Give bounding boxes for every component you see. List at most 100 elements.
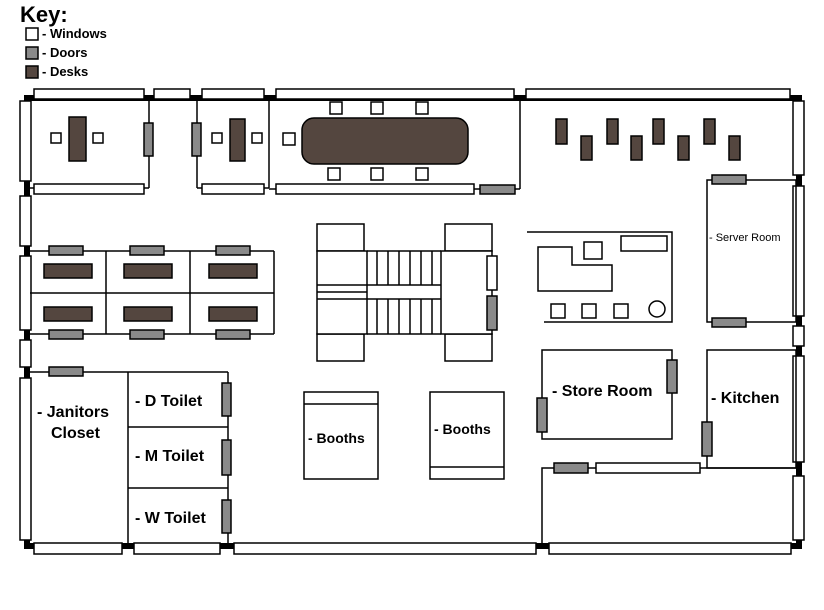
window: [33, 183, 145, 195]
door: [553, 462, 589, 474]
window: [153, 88, 191, 100]
desk: [123, 263, 173, 279]
window: [19, 195, 32, 247]
kitchen: - Kitchen: [701, 349, 797, 469]
outer-windows: [19, 88, 805, 555]
door: [48, 366, 84, 377]
key-label-desks: - Desks: [42, 64, 88, 79]
chair: [282, 132, 296, 146]
door: [479, 184, 516, 195]
open-workspace: [555, 118, 741, 161]
window: [792, 100, 805, 176]
door: [129, 329, 165, 340]
window: [595, 462, 701, 474]
door: [486, 295, 498, 331]
door: [536, 397, 548, 433]
plant: [648, 300, 666, 318]
desk: [606, 118, 619, 145]
door: [221, 382, 232, 417]
w-toilet-label: - W Toilet: [135, 510, 206, 527]
window: [792, 325, 805, 347]
booths: - Booths - Booths: [303, 391, 505, 480]
window: [19, 339, 32, 368]
janitors-closet-label-2: Closet: [51, 425, 101, 442]
server-room: - Server Room: [706, 174, 797, 328]
window: [201, 183, 265, 195]
chair: [583, 241, 603, 260]
desk: [43, 306, 93, 322]
door: [711, 317, 747, 328]
booths-right-label: - Booths: [434, 421, 491, 437]
desk: [43, 263, 93, 279]
key-label-doors: - Doors: [42, 45, 88, 60]
chair: [92, 132, 104, 144]
window: [486, 255, 498, 291]
window: [525, 88, 791, 100]
key-legend: Key: - Windows - Doors - Desks: [20, 2, 107, 79]
key-label-windows: - Windows: [42, 26, 107, 41]
chair: [370, 167, 384, 181]
store-room-label: - Store Room: [552, 383, 652, 400]
door: [215, 329, 251, 340]
desk: [229, 118, 246, 162]
door-swatch: [25, 46, 39, 60]
door: [701, 421, 713, 457]
desk: [123, 306, 173, 322]
door: [221, 499, 232, 534]
window: [33, 542, 123, 555]
chair: [50, 132, 62, 144]
window-swatch: [25, 27, 39, 41]
store-room: - Store Room: [536, 349, 678, 440]
chair: [329, 101, 343, 115]
door: [191, 122, 202, 157]
window: [19, 100, 32, 182]
chair: [327, 167, 341, 181]
door: [215, 245, 251, 256]
desk: [555, 118, 568, 145]
desk: [208, 263, 258, 279]
server-room-label: - Server Room: [709, 232, 781, 244]
desk: [703, 118, 716, 145]
cubicles: [30, 245, 275, 340]
kitchen-label: - Kitchen: [711, 390, 779, 407]
door: [221, 439, 232, 476]
lower-right-room: [541, 462, 796, 543]
conference-table: [301, 117, 469, 165]
window: [201, 88, 265, 100]
window: [233, 542, 537, 555]
desk: [580, 135, 593, 161]
desk-swatch: [25, 65, 39, 79]
window: [548, 542, 792, 555]
staircase: [316, 223, 498, 362]
door: [711, 174, 747, 185]
counter: [620, 235, 668, 252]
door: [48, 329, 84, 340]
window: [275, 183, 475, 195]
desk: [208, 306, 258, 322]
janitors-closet-label: - Janitors: [37, 404, 109, 421]
desk: [630, 135, 643, 161]
key-title: Key:: [20, 2, 68, 27]
top-offices: [30, 95, 521, 195]
chair: [370, 101, 384, 115]
door: [143, 122, 154, 157]
window: [792, 355, 805, 463]
chair: [251, 132, 263, 144]
desk: [728, 135, 741, 161]
window: [19, 377, 32, 541]
desk: [677, 135, 690, 161]
d-toilet-label: - D Toilet: [135, 393, 203, 410]
restrooms: - Janitors Closet - D Toilet - M Toilet …: [30, 366, 232, 543]
door: [48, 245, 84, 256]
chair: [415, 101, 429, 115]
m-toilet-label: - M Toilet: [135, 448, 205, 465]
chair: [581, 303, 597, 319]
reception: [527, 231, 673, 323]
window: [19, 255, 32, 331]
window: [275, 88, 515, 100]
window: [792, 185, 805, 317]
desk: [652, 118, 665, 145]
chair: [415, 167, 429, 181]
chair: [550, 303, 566, 319]
